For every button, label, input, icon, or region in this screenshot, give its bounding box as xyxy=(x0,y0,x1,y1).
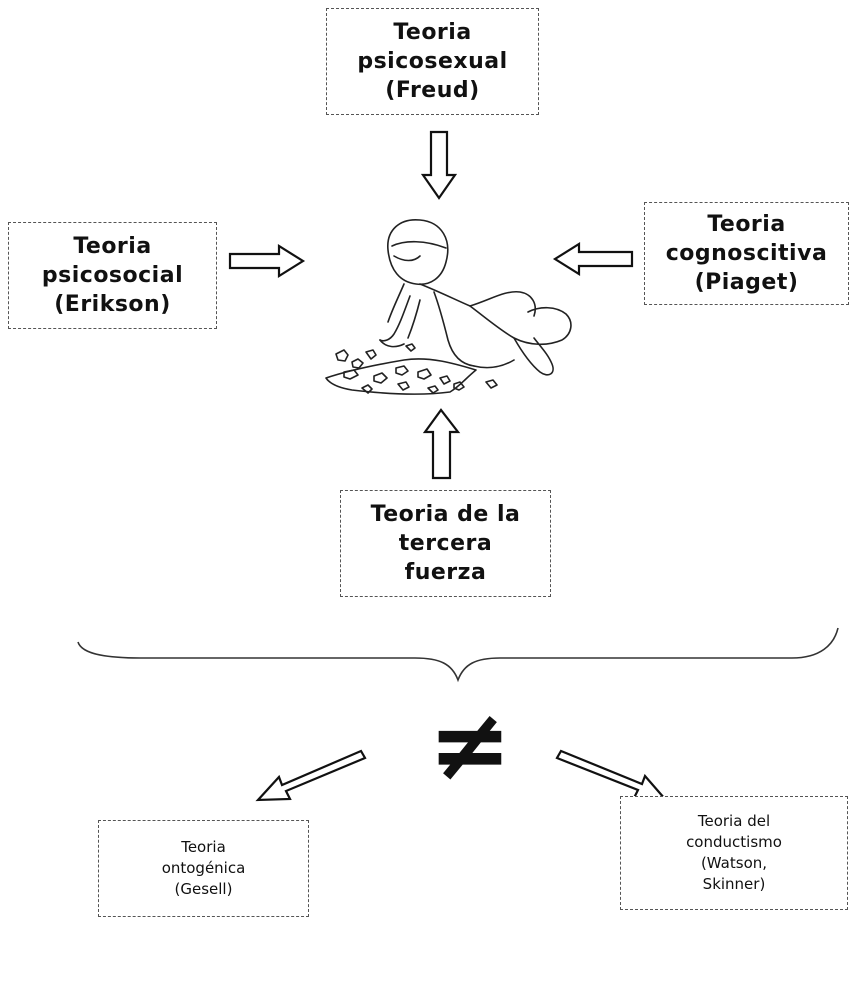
not-equal-symbol: ≠ xyxy=(428,686,512,803)
gesell-line-1: Teoria xyxy=(181,838,226,856)
arrow-left-from-piaget xyxy=(552,242,634,276)
tercera-line-3: fuerza xyxy=(404,560,487,585)
piaget-line-3: (Piaget) xyxy=(694,270,799,295)
tercera-line-1: Teoria de la xyxy=(370,502,521,527)
box-teoria-psicosexual: Teoria psicosexual (Freud) xyxy=(326,8,539,115)
erikson-line-2: psicosocial xyxy=(41,263,184,288)
erikson-line-3: (Erikson) xyxy=(54,292,171,317)
conductismo-line-3: (Watson, xyxy=(700,854,768,872)
freud-line-3: (Freud) xyxy=(385,78,480,103)
arrow-down-from-freud xyxy=(420,130,458,200)
curly-brace xyxy=(77,627,839,683)
box-teoria-conductismo: Teoria del conductismo (Watson, Skinner) xyxy=(620,796,848,910)
piaget-line-1: Teoria xyxy=(707,212,786,237)
piaget-line-2: cognoscitiva xyxy=(665,241,828,266)
box-teoria-tercera-fuerza: Teoria de la tercera fuerza xyxy=(340,490,551,597)
gesell-line-3: (Gesell) xyxy=(174,880,233,898)
conductismo-line-1: Teoria del xyxy=(697,812,771,830)
arrow-down-right-to-conductismo xyxy=(555,749,668,801)
freud-line-1: Teoria xyxy=(393,20,472,45)
erikson-line-1: Teoria xyxy=(73,234,152,259)
box-teoria-psicosocial: Teoria psicosocial (Erikson) xyxy=(8,222,217,329)
conductismo-line-4: Skinner) xyxy=(702,875,766,893)
gesell-line-2: ontogénica xyxy=(161,859,246,877)
child-drawing-icon xyxy=(325,219,572,395)
tercera-line-2: tercera xyxy=(398,531,493,556)
arrow-down-left-to-gesell xyxy=(255,749,367,802)
arrow-up-from-tercera xyxy=(422,408,461,480)
arrow-right-from-erikson xyxy=(228,244,306,278)
box-teoria-ontogenica: Teoria ontogénica (Gesell) xyxy=(98,820,309,917)
box-teoria-cognoscitiva: Teoria cognoscitiva (Piaget) xyxy=(644,202,849,305)
conductismo-line-2: conductismo xyxy=(686,833,782,851)
freud-line-2: psicosexual xyxy=(357,49,508,74)
